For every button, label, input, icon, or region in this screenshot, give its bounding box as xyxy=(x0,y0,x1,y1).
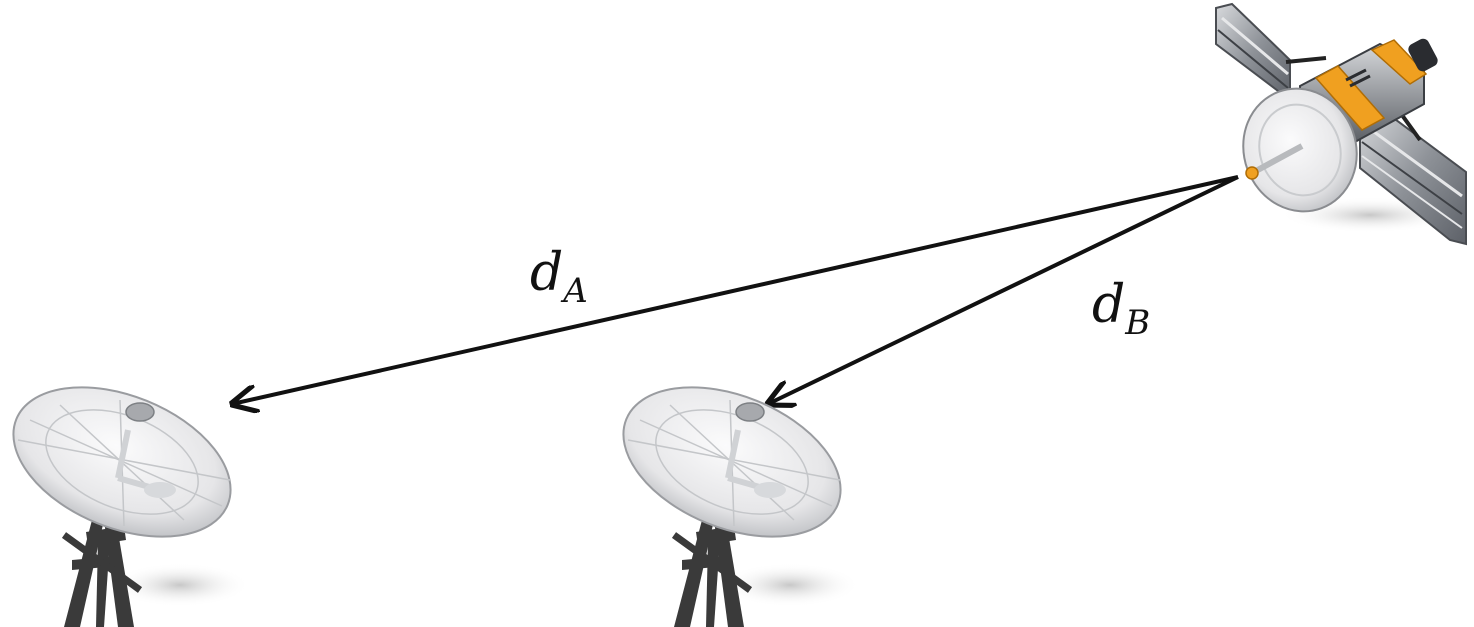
distance-b-label: dB xyxy=(1092,275,1150,343)
link-b-arrow xyxy=(768,177,1238,404)
link-a-line xyxy=(232,177,1238,404)
distance-a-label: dA xyxy=(530,243,588,311)
satellite-icon xyxy=(1216,4,1466,244)
solar-panel-left xyxy=(1216,4,1290,100)
link-a-arrow xyxy=(232,177,1238,404)
ground-dish-a-icon xyxy=(0,358,252,627)
dish-reflector xyxy=(0,358,252,566)
link-b-line xyxy=(768,177,1238,404)
ground-dish-b-icon xyxy=(602,358,863,627)
